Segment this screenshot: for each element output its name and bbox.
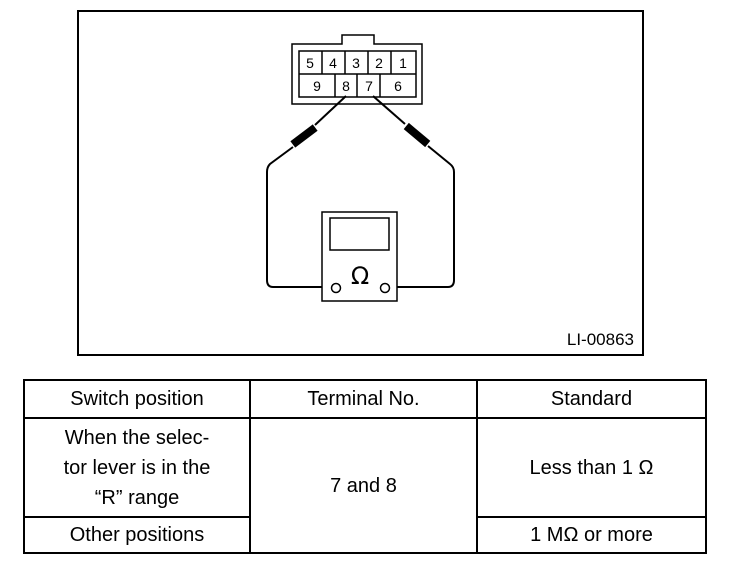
header-switch-position: Switch position <box>23 379 251 419</box>
table-header-row: Switch position Terminal No. Standard <box>23 379 707 419</box>
pin-label: 5 <box>306 55 314 71</box>
ohm-symbol: Ω <box>351 262 369 290</box>
table-row: When the selec- tor lever is in the “R” … <box>23 417 707 554</box>
spec-table: Switch position Terminal No. Standard Wh… <box>23 379 707 554</box>
cell-position: Other positions <box>23 516 251 554</box>
figure-id: LI-00863 <box>566 330 634 349</box>
probe-leads <box>266 95 455 288</box>
cell-position: When the selec- tor lever is in the “R” … <box>23 417 251 518</box>
meter-terminal-left <box>330 282 342 294</box>
pin-label: 9 <box>313 78 321 94</box>
pin-label: 4 <box>329 55 337 71</box>
probe-handles <box>290 122 431 148</box>
position-text: When the selec- tor lever is in the “R” … <box>63 426 211 509</box>
pin-label: 8 <box>342 78 350 94</box>
header-standard: Standard <box>476 379 707 419</box>
pin-label: 3 <box>352 55 360 71</box>
cell-standard: 1 MΩ or more <box>476 516 707 554</box>
pin-label: 2 <box>375 55 383 71</box>
probe-handle-left <box>290 124 318 148</box>
test-diagram: 5 4 3 2 1 9 8 7 6 Ω <box>266 34 455 302</box>
pin-label: 7 <box>365 78 373 94</box>
ohm-meter: Ω <box>321 211 398 302</box>
header-terminal-no: Terminal No. <box>249 379 478 419</box>
cell-terminal: 7 and 8 <box>249 417 478 554</box>
probe-tip-left <box>314 95 347 126</box>
connector <box>291 34 423 105</box>
probe-tip-right <box>372 95 406 125</box>
meter-display <box>329 217 390 251</box>
probe-handle-right <box>403 122 431 148</box>
connector-housing <box>291 34 423 105</box>
pin-label: 6 <box>394 78 402 94</box>
meter-terminal-right <box>379 282 391 294</box>
lead-right <box>389 145 455 288</box>
diagram-frame: 5 4 3 2 1 9 8 7 6 Ω LI-0 <box>77 10 644 356</box>
pin-label: 1 <box>399 55 407 71</box>
cell-standard: Less than 1 Ω <box>476 417 707 518</box>
lead-left <box>266 146 331 288</box>
table-row: Other positions 1 MΩ or more <box>23 516 707 554</box>
connector-pin-labels: 5 4 3 2 1 9 8 7 6 <box>306 55 407 94</box>
